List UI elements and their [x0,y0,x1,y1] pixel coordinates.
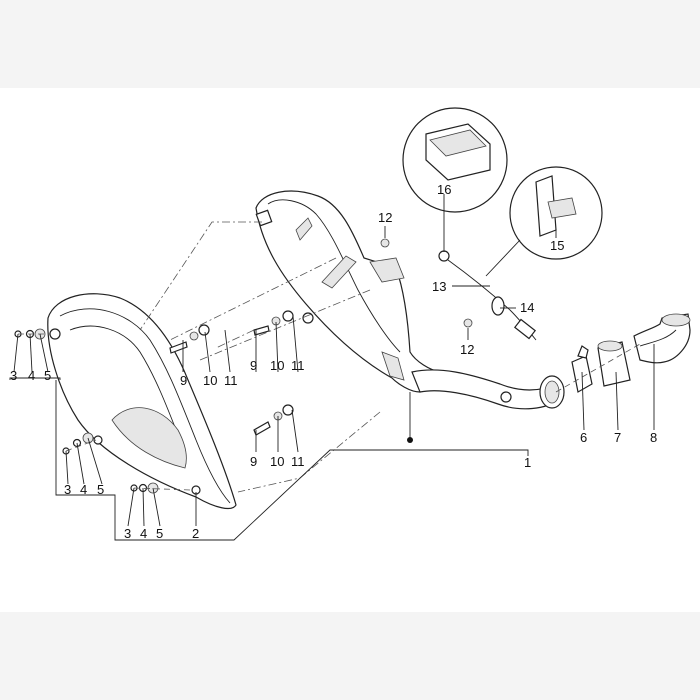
callout-11-b: 11 [291,358,305,373]
elbow-pipe-part [633,313,691,364]
callout-1: 1 [524,455,531,470]
callout-4-c: 4 [140,526,147,541]
callout-10-c: 10 [270,454,284,469]
callout-11-a: 11 [224,373,238,388]
callout-13: 13 [432,279,446,294]
callout-15: 15 [550,238,564,253]
callout-9-c: 9 [250,454,257,469]
callout-6: 6 [580,430,587,445]
leader-lines [9,194,655,541]
callout-10-a: 10 [203,373,217,388]
callout-3-a: 3 [10,368,17,383]
detail-bubble-16 [402,107,508,252]
callout-labels: 1 2 3 4 5 3 4 5 3 4 5 6 7 8 9 10 11 9 10… [10,182,657,541]
callout-12-a: 12 [378,210,392,225]
callout-5-a: 5 [44,368,51,383]
callout-2: 2 [192,526,199,541]
callout-11-c: 11 [291,454,305,469]
exhaust-pipe-part [411,369,565,410]
diagram-canvas: 1 2 3 4 5 3 4 5 3 4 5 6 7 8 9 10 11 9 10… [0,88,700,612]
callout-5-c: 5 [156,526,163,541]
heat-shield-part [47,293,237,510]
sleeve-part [597,340,631,387]
callout-14: 14 [520,300,534,315]
exploded-parts-diagram: 1 2 3 4 5 3 4 5 3 4 5 6 7 8 9 10 11 9 10… [9,107,691,541]
detail-bubble-15 [485,166,603,277]
callout-3-b: 3 [64,482,71,497]
muffler-body-part [255,190,442,393]
callout-4-a: 4 [28,368,35,383]
callout-7: 7 [614,430,621,445]
sensor-cable-part [438,250,537,341]
callout-9-b: 9 [250,358,257,373]
clamp-part [571,345,593,393]
callout-12-b: 12 [460,342,474,357]
callout-8: 8 [650,430,657,445]
callout-4-b: 4 [80,482,87,497]
callout-9-a: 9 [180,373,187,388]
callout-3-c: 3 [124,526,131,541]
bottom-margin-band [0,612,700,700]
callout-16: 16 [437,182,451,197]
callout-10-b: 10 [270,358,284,373]
top-margin-band [0,0,700,88]
callout-5-b: 5 [97,482,104,497]
